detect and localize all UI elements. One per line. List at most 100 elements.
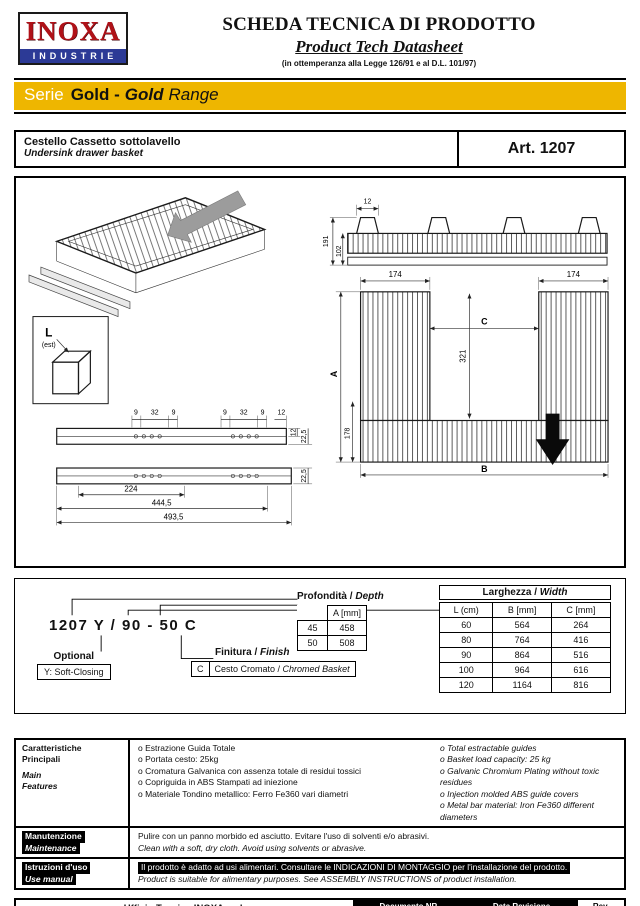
optional-value: Y: Soft-Closing: [37, 664, 111, 680]
dim-4445: 444,5: [152, 499, 172, 508]
list-item: o Estrazione Guida Totale: [138, 743, 236, 753]
dim-225a: 22,5: [301, 429, 308, 443]
features-body: o Estrazione Guida Totale o Portata cest…: [130, 740, 624, 826]
down-arrow: [535, 413, 570, 466]
divider: [14, 112, 626, 114]
features-list-en: o Total estractable guides o Basket load…: [440, 743, 616, 823]
dim-32a: 32: [151, 410, 159, 417]
dim-321: 321: [459, 349, 468, 363]
logo-subtext: INDUSTRIE: [20, 48, 126, 63]
direction-arrow: [167, 190, 247, 243]
depth-title: Profondità / Depth: [297, 591, 384, 602]
dim-9a: 9: [134, 410, 138, 417]
title-block: SCHEDA TECNICA DI PRODOTTO Product Tech …: [132, 12, 626, 68]
specs-table: Caratteristiche Principali Main Features…: [14, 738, 626, 891]
dim-174-left: 174: [389, 270, 403, 279]
width-table-block: Larghezza / Width L (cm) B [mm] C [mm] 6…: [438, 585, 612, 693]
dim-a: A: [329, 370, 339, 377]
footer-revision-date: Data Revisione 23/06/2014: [466, 900, 578, 906]
use-manual-label: Istruzioni d'uso Use manual: [16, 859, 130, 889]
table-row: 100 964 616: [438, 662, 612, 678]
width-table: L (cm) B [mm] C [mm] 60 564 264 80 764 4…: [438, 602, 612, 693]
dim-174-right: 174: [567, 270, 581, 279]
drawing-panel: L (est) 12: [14, 176, 626, 568]
finish-code: C: [191, 661, 210, 677]
depth-table: A [mm] 45 458 50 508: [297, 605, 368, 651]
dim-4935: 493,5: [164, 512, 184, 521]
dim-32b: 32: [240, 410, 248, 417]
width-legend-cube: L (est): [32, 316, 109, 405]
law-note: (in ottemperanza alla Legge 126/91 e al …: [281, 59, 477, 68]
finish-table: C Cesto Cromato / Chromed Basket: [191, 661, 356, 677]
list-item: o Cromatura Galvanica con assenza totale…: [138, 765, 361, 776]
list-item: o Copriguida in ABS Stampati ad iniezion…: [138, 777, 298, 788]
product-name-cell: Cestello Cassetto sottolavello Undersink…: [16, 132, 459, 166]
features-label: Caratteristiche Principali Main Features: [16, 740, 130, 827]
dim-12b: 12: [290, 428, 297, 436]
product-name-it: Cestello Cassetto sottolavello: [24, 136, 181, 148]
page-title: SCHEDA TECNICA DI PRODOTTO: [222, 14, 536, 35]
dim-9d: 9: [261, 410, 265, 417]
list-item: o Metal bar material: Iron Fe360 differe…: [440, 800, 595, 822]
maintenance-body: Pulire con un panno morbido ed asciutto.…: [138, 831, 430, 853]
dim-12-top: 12: [364, 199, 372, 206]
dim-9b: 9: [172, 410, 176, 417]
footer: Ufficio Tecnico INOXA s.r.l. Via dell'In…: [14, 898, 626, 906]
list-item: o Total estractable guides: [440, 743, 537, 753]
product-name-en: Undersink drawer basket: [24, 148, 143, 159]
dim-12a: 12: [278, 410, 286, 417]
dim-178: 178: [345, 427, 352, 439]
depth-col-header: A [mm]: [326, 605, 368, 621]
finish-title: Finitura / Finish: [215, 647, 290, 658]
dim-191: 191: [323, 235, 330, 247]
list-item: o Portata cesto: 25kg: [138, 754, 219, 765]
series-name-en: Gold: [124, 85, 164, 104]
width-title: Larghezza / Width: [439, 585, 611, 600]
product-row: Cestello Cassetto sottolavello Undersink…: [14, 130, 626, 168]
maintenance-row: Manutenzione Maintenance Pulire con un p…: [16, 826, 624, 858]
series-prefix: Serie: [24, 85, 64, 104]
finish-table-block: Finitura / Finish C Cesto Cromato / Chro…: [191, 647, 356, 677]
isometric-view: [28, 190, 267, 318]
logo-text: INOXA: [25, 16, 121, 46]
page-subtitle: Product Tech Datasheet: [295, 37, 463, 56]
footer-revision: Rev. 02: [578, 900, 624, 906]
cube-label-l: L: [45, 325, 52, 339]
use-manual-row: Istruzioni d'uso Use manual Il prodotto …: [16, 857, 624, 889]
dim-102: 102: [336, 245, 343, 257]
plan-view: 174 174 C 321 A 178 B: [329, 270, 609, 478]
order-code: 1207 Y / 90 - 50 C: [49, 617, 198, 634]
front-elevation: 12 191 102: [323, 199, 608, 266]
list-item: o Injection molded ABS guide covers: [440, 788, 579, 799]
list-item: o Galvanic Chromium Plating without toxi…: [440, 765, 600, 788]
series-range-word: Range: [168, 85, 219, 104]
cube-label-est: (est): [42, 342, 56, 349]
series-name: Gold -: [70, 85, 120, 104]
table-row: 60 564 264: [438, 617, 612, 633]
features-list-it: o Estrazione Guida Totale o Portata cest…: [138, 743, 440, 823]
list-item: o Materiale Tondino metallico: Ferro Fe3…: [138, 788, 349, 799]
table-row: 120 1164 816: [438, 677, 612, 693]
table-row: 90 864 516: [438, 647, 612, 663]
optional-label: Optional: [53, 651, 95, 662]
footer-office: Ufficio Tecnico INOXA s.r.l. Via dell'In…: [16, 900, 354, 906]
dim-9c: 9: [223, 410, 227, 417]
list-item: o Basket load capacity: 25 kg: [440, 754, 551, 765]
side-view-dimensions: 9 32 9 9 32 9 12 12 22,5: [56, 410, 313, 526]
article-number: Art. 1207: [507, 140, 576, 157]
optional-block: Optional Y: Soft-Closing: [37, 651, 111, 680]
features-row: Caratteristiche Principali Main Features…: [16, 740, 624, 827]
inoxa-logo: INOXA INDUSTRIE: [18, 12, 128, 65]
table-row: 45 458: [297, 620, 368, 636]
technical-drawing: L (est) 12: [28, 190, 609, 526]
footer-document-number: Documento NR. 043/2012: [354, 900, 466, 906]
table-row: 80 764 416: [438, 632, 612, 648]
table-row: 50 508: [297, 635, 368, 651]
dim-c: C: [481, 316, 488, 326]
dim-224: 224: [124, 485, 138, 494]
use-manual-body: Il prodotto è adatto ad usi alimentari. …: [130, 859, 624, 888]
width-table-header: L (cm) B [mm] C [mm]: [438, 602, 612, 618]
maintenance-label: Manutenzione Maintenance: [16, 828, 130, 858]
